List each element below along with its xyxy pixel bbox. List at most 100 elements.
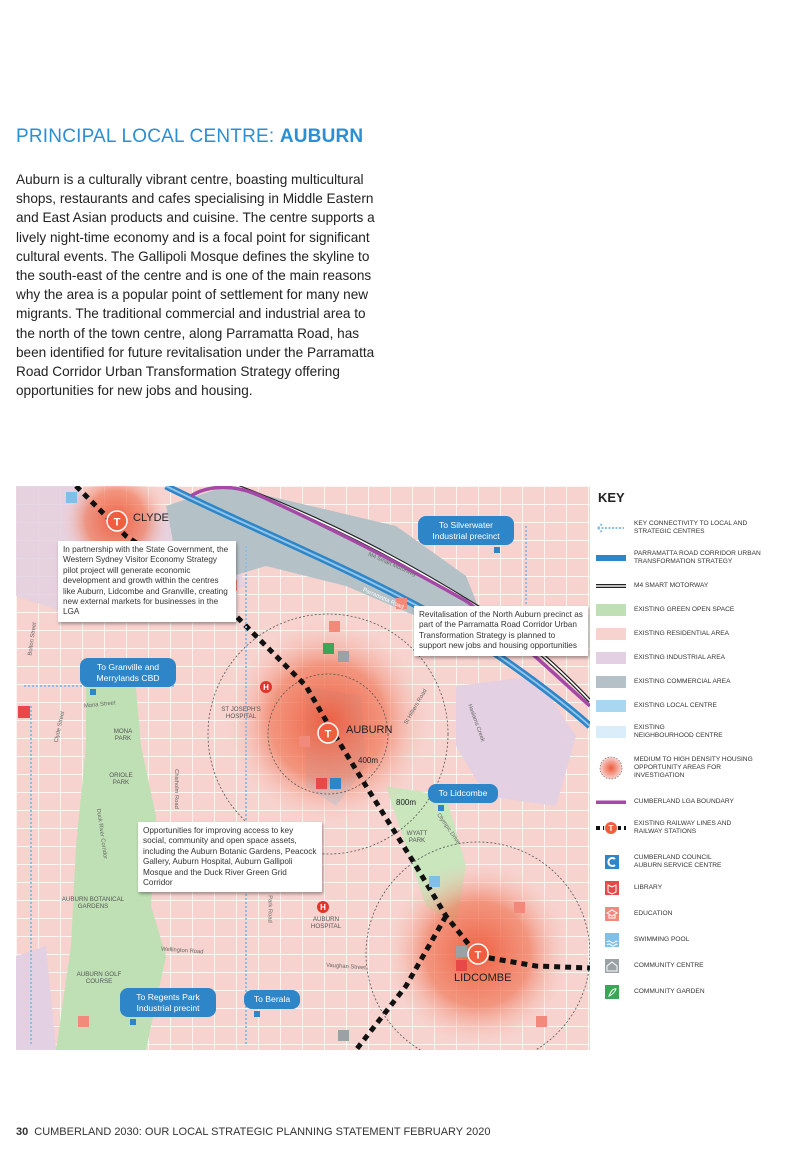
- bubble-to-granville: To Granville and Merrylands CBD: [80, 658, 176, 695]
- centre-label-lidcombe: LIDCOMBE: [454, 972, 512, 984]
- council-icon: [596, 854, 626, 870]
- industrial-area-west: [16, 946, 56, 1050]
- distance-label-800m: 800m: [396, 798, 417, 807]
- neighbourhood-swatch: [596, 726, 626, 738]
- legend-label: CUMBERLAND COUNCIL AUBURN SERVICE CENTRE: [634, 854, 722, 869]
- bubble-to-lidcombe: To Lidcombe: [428, 784, 498, 810]
- pool-icon: [429, 876, 440, 887]
- page-footer: 30 CUMBERLAND 2030: OUR LOCAL STRATEGIC P…: [16, 1126, 490, 1138]
- svg-text:T: T: [114, 517, 121, 529]
- legend-label: PARRAMATTA ROAD CORRIDOR URBAN TRANSFORM…: [634, 550, 761, 565]
- map-legend: KEY KEY CONNECTIVITY TO LOCAL AND STRATE…: [596, 490, 786, 999]
- centre-label-clyde: CLYDE: [133, 512, 169, 524]
- hospital-icon: [260, 681, 272, 693]
- legend-label: EXISTING NEIGHBOURHOOD CENTRE: [634, 724, 723, 739]
- legend-title: KEY: [598, 490, 625, 505]
- community-centre-icon: [596, 958, 626, 974]
- place-golf-course: AUBURN GOLF COURSE: [76, 971, 122, 986]
- legend-item: EDUCATION: [596, 906, 784, 922]
- pool-icon: [66, 492, 77, 503]
- legend-item: COMMUNITY CENTRE: [596, 958, 784, 974]
- industrial-swatch: [596, 652, 626, 664]
- railway-line-branch-east: [477, 953, 590, 971]
- page-title: PRINCIPAL LOCAL CENTRE: AUBURN: [16, 126, 364, 147]
- garden-icon: [596, 984, 626, 1000]
- education-icon: [329, 621, 340, 632]
- railway-line-branch-south: [354, 914, 449, 1050]
- auburn-centre-map: T T T H H M4 Smart Motorway Parramatta R…: [16, 486, 590, 1050]
- legend-item: MEDIUM TO HIGH DENSITY HOUSING OPPORTUNI…: [596, 756, 754, 780]
- legend-item: PARRAMATTA ROAD CORRIDOR URBAN TRANSFORM…: [596, 550, 784, 566]
- bubble-to-silverwater: To Silverwater Industrial precinct: [418, 516, 514, 553]
- council-icon: [330, 778, 341, 789]
- station-auburn: [317, 722, 339, 744]
- legend-label: CUMBERLAND LGA BOUNDARY: [634, 798, 734, 805]
- place-auburn-hospital: AUBURN HOSPITAL: [310, 916, 342, 931]
- page-number: 30: [16, 1126, 29, 1138]
- legend-label: EXISTING GREEN OPEN SPACE: [634, 606, 735, 613]
- place-mona-park: MONA PARK: [113, 728, 133, 743]
- distance-label-400m: 400m: [358, 756, 379, 765]
- housing-circle-icon: [596, 756, 626, 780]
- legend-item: KEY CONNECTIVITY TO LOCAL AND STRATEGIC …: [596, 520, 784, 536]
- station-clyde: [106, 510, 128, 532]
- bubble-to-regents-park: To Regents Park Industrial precint: [120, 988, 216, 1025]
- svg-text:H: H: [320, 903, 326, 912]
- svg-text:T: T: [609, 824, 614, 833]
- education-icon: [536, 1016, 547, 1027]
- legend-item: T EXISTING RAILWAY LINES AND RAILWAY STA…: [596, 820, 754, 836]
- legend-label: EXISTING LOCAL CENTRE: [634, 702, 717, 709]
- library-icon: [596, 880, 626, 896]
- residential-swatch: [596, 628, 626, 640]
- railway-icon: T: [596, 820, 626, 836]
- legend-item: EXISTING RESIDENTIAL AREA: [596, 628, 784, 640]
- place-botanic-gardens: AUBURN BOTANICAL GARDENS: [61, 896, 125, 911]
- footer-text: CUMBERLAND 2030: OUR LOCAL STRATEGIC PLA…: [34, 1126, 491, 1138]
- library-icon: [456, 960, 467, 971]
- education-icon: [514, 902, 525, 913]
- community-centre-icon: [338, 1030, 349, 1041]
- legend-item: EXISTING LOCAL CENTRE: [596, 700, 784, 712]
- education-icon: [299, 736, 310, 747]
- place-oriole-park: ORIOLE PARK: [109, 772, 133, 787]
- svg-text:T: T: [475, 950, 482, 962]
- legend-label: EDUCATION: [634, 910, 673, 917]
- svg-text:H: H: [263, 683, 269, 692]
- green-open-space-duck-river: [56, 666, 166, 1050]
- legend-item: M4 SMART MOTORWAY: [596, 578, 784, 594]
- centre-label-auburn: AUBURN: [346, 724, 393, 736]
- boundary-line-icon: [596, 794, 626, 810]
- education-icon: [396, 598, 407, 609]
- legend-label: EXISTING RESIDENTIAL AREA: [634, 630, 730, 637]
- motorway-line-icon: [596, 578, 626, 594]
- legend-label: EXISTING COMMERCIAL AREA: [634, 678, 731, 685]
- callout-north-auburn: Revitalisation of the North Auburn preci…: [414, 606, 588, 656]
- svg-text:T: T: [325, 729, 332, 741]
- community-centre-icon: [338, 651, 349, 662]
- legend-item: EXISTING GREEN OPEN SPACE: [596, 604, 784, 616]
- callout-western-sydney: In partnership with the State Government…: [58, 541, 236, 622]
- lga-boundary: [190, 486, 590, 708]
- library-icon: [18, 706, 30, 718]
- railway-line: [74, 486, 480, 958]
- legend-item: CUMBERLAND LGA BOUNDARY: [596, 794, 784, 810]
- legend-item: COMMUNITY GARDEN: [596, 984, 784, 1000]
- intro-paragraph: Auburn is a culturally vibrant centre, b…: [16, 172, 375, 399]
- legend-label: M4 SMART MOTORWAY: [634, 582, 709, 589]
- legend-label: COMMUNITY GARDEN: [634, 988, 705, 995]
- road-label-chisholm: Chisholm Road: [172, 769, 179, 809]
- legend-item: EXISTING COMMERCIAL AREA: [596, 676, 784, 688]
- commercial-swatch: [596, 676, 626, 688]
- community-centre-icon: [456, 946, 467, 957]
- industrial-area-east: [456, 676, 576, 806]
- place-wyatt-park: WYATT PARK: [406, 830, 428, 845]
- radius-400m: [267, 673, 389, 795]
- legend-label: EXISTING INDUSTRIAL AREA: [634, 654, 725, 661]
- legend-label: EXISTING RAILWAY LINES AND RAILWAY STATI…: [634, 820, 732, 835]
- legend-item: EXISTING INDUSTRIAL AREA: [596, 652, 784, 664]
- pool-icon: [596, 932, 626, 948]
- housing-opportunity-auburn: [223, 617, 433, 827]
- hospital-icon: [317, 901, 329, 913]
- green-space-swatch: [596, 604, 626, 616]
- bubble-to-berala: To Berala: [244, 990, 300, 1016]
